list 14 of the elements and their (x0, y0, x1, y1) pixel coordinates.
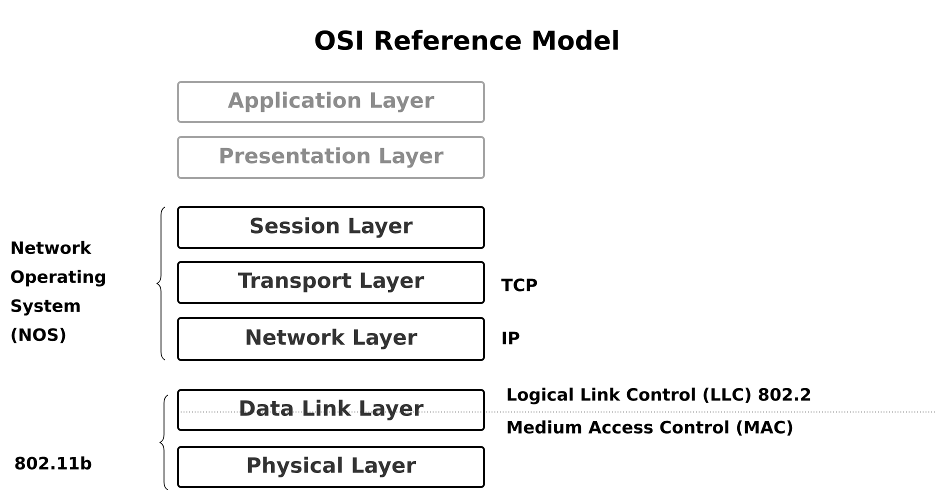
layer-box: Data Link Layer (177, 389, 485, 431)
layer-box: Presentation Layer (177, 136, 485, 179)
layer-box: Transport Layer (177, 261, 485, 304)
title: OSI Reference Model (315, 30, 618, 50)
layer-box: Application Layer (177, 81, 485, 123)
side-label: Medium Access Control (MAC) (508, 420, 792, 436)
layer-box: Network Layer (177, 317, 485, 361)
side-label: Logical Link Control (LLC) 802.2 (508, 388, 810, 404)
side-label: IP (502, 332, 520, 344)
side-label: Network Operating System (NOS) (11, 240, 106, 344)
layer-box: Physical Layer (177, 446, 485, 488)
layer-box: Session Layer (177, 206, 485, 249)
side-label: TCP (501, 278, 538, 292)
side-label: 802.11b (15, 456, 92, 470)
